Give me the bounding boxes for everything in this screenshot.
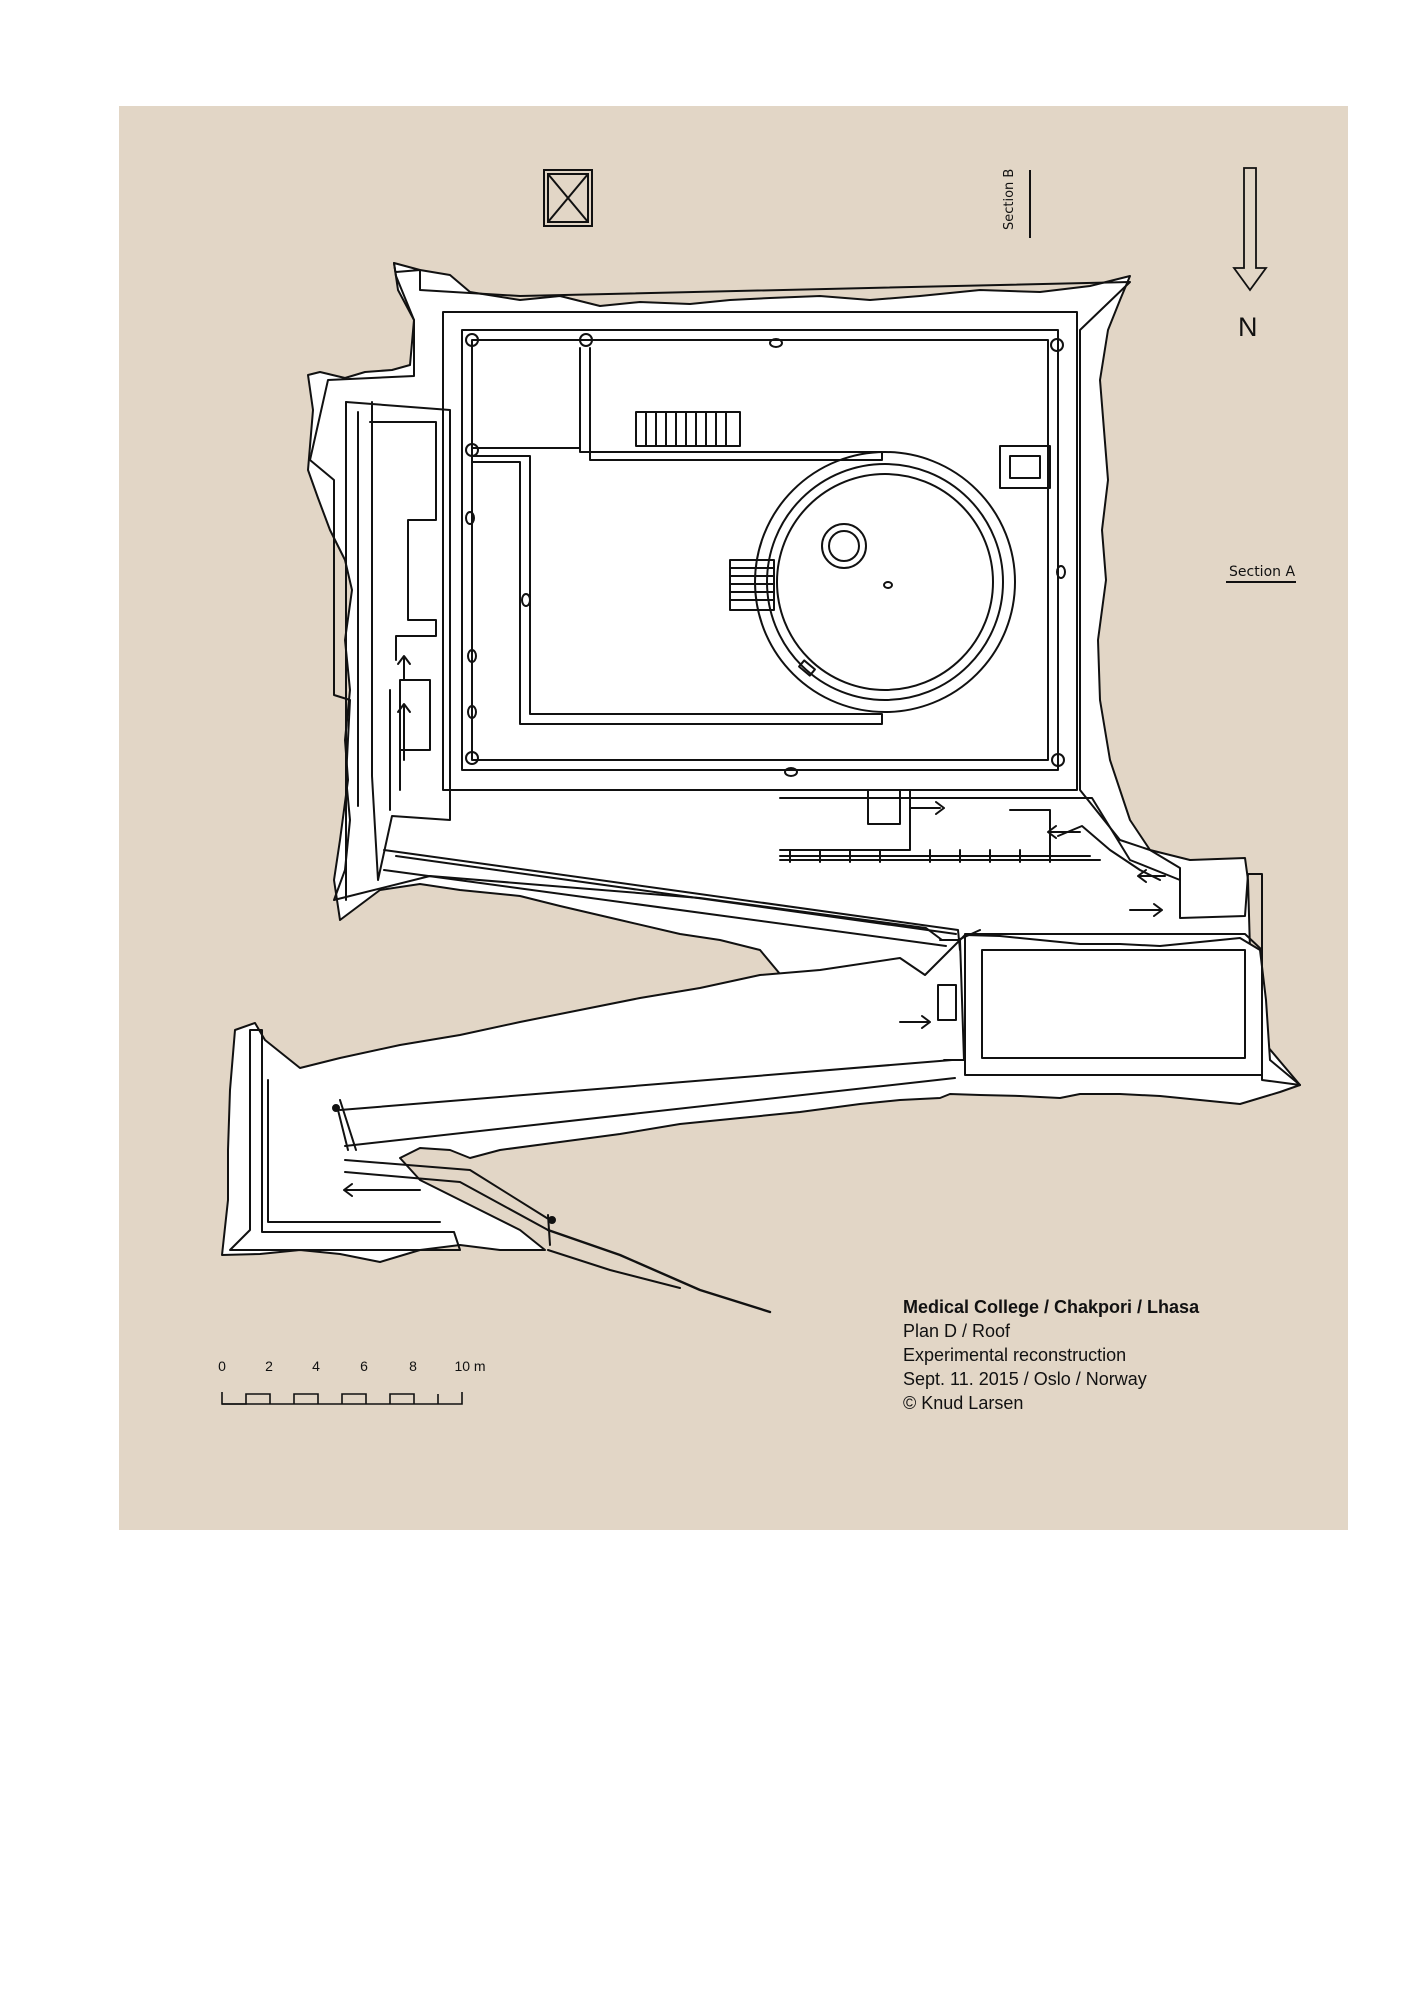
outer-wall-inner [309, 262, 943, 941]
scale-tick-label: 8 [409, 1358, 417, 1374]
lower-complex-ground [221, 934, 1301, 1263]
drawing-date: Sept. 11. 2015 / Oslo / Norway [903, 1369, 1147, 1389]
round-tower-outer [754, 451, 1016, 713]
ramp-lines [337, 1099, 357, 1151]
lower-block-inner [981, 949, 1246, 1059]
ramp-top [339, 1059, 953, 1111]
round-tower-ring [766, 463, 1004, 701]
well-outer [821, 523, 867, 569]
main-hall-inner [461, 329, 1059, 771]
lower-left-arrow [343, 1183, 421, 1197]
main-hall-outer [442, 311, 1078, 791]
center-mark [883, 581, 893, 589]
north-arrow-icon [1232, 167, 1268, 292]
west-wall-lines [345, 401, 359, 901]
lower-left-inner [267, 1079, 441, 1223]
road-edge-1 [546, 1228, 772, 1314]
scale-tick-label: 4 [312, 1358, 320, 1374]
east-arrows [909, 801, 1166, 917]
corner-room [999, 445, 1051, 489]
main-hall-inset [471, 339, 1049, 761]
west-rooms [389, 679, 431, 811]
columns [465, 333, 1066, 777]
scale-bar [221, 1392, 463, 1405]
west-arrow-2 [397, 703, 411, 761]
crossed-box-icon [543, 169, 593, 227]
east-annex-rooms [1009, 809, 1161, 881]
plan-name: Plan D / Roof [903, 1321, 1011, 1341]
stair-side [729, 559, 775, 611]
section-a-label: Section A [1229, 564, 1296, 580]
scale-tick-label: 2 [265, 1358, 273, 1374]
lower-block-outer [964, 933, 1263, 1076]
road-edge-2 [547, 1249, 681, 1289]
drawing-credit: © Knud Larsen [903, 1393, 1024, 1413]
ramp-arrow [899, 1015, 931, 1029]
stair-top [635, 411, 741, 447]
round-tower-inner [776, 473, 994, 691]
lower-left-wall [229, 1029, 461, 1251]
west-wing-outer [345, 401, 451, 881]
east-annex-steps [779, 849, 1091, 863]
west-wing-inner [369, 421, 437, 661]
scale-tick-label: 0 [218, 1358, 226, 1374]
lower-block-door [937, 984, 957, 1021]
west-arrow-1 [397, 655, 411, 681]
drawing-title: Medical College / Chakpori / Lhasa [903, 1297, 1200, 1317]
outer-wall [395, 269, 1301, 1086]
ramp-bottom [344, 1077, 956, 1147]
title-block: Medical College / Chakpori / Lhasa Plan … [903, 1295, 1199, 1415]
well-inner [828, 530, 860, 562]
courtyard-wall [471, 347, 883, 725]
tower-door [798, 659, 816, 677]
east-annex [779, 789, 1181, 881]
section-b-label: Section B [1002, 168, 1017, 230]
drawing-note: Experimental reconstruction [903, 1345, 1127, 1365]
north-label: N [1238, 312, 1258, 342]
scale-tick-label: 6 [360, 1358, 368, 1374]
scale-tick-label: 10 m [454, 1358, 486, 1374]
corridor-inner [395, 855, 957, 935]
